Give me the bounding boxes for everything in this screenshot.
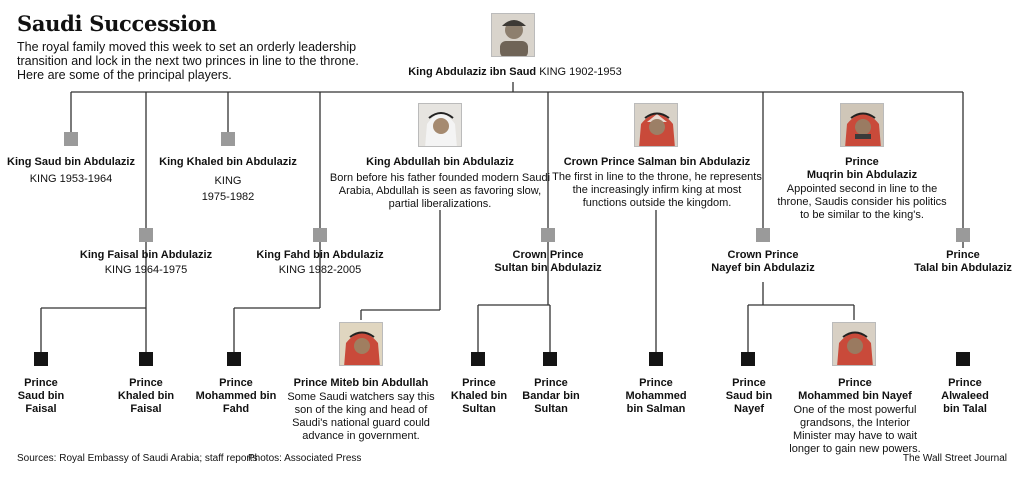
node-description: Some Saudi watchers say this son of the … (287, 391, 435, 442)
node-gen1-9: Prince Talal bin Abdulaziz (903, 249, 1023, 275)
node-name: Crown Prince Nayef bin Abdulaziz (711, 249, 815, 274)
portrait-photo (840, 103, 884, 147)
node-gen2-2: Prince Mohammed bin Fahd (188, 377, 284, 416)
node-name: King Fahd bin Abdulaziz (256, 249, 384, 261)
node-name: King Khaled bin Abdulaziz (159, 156, 297, 168)
node-name: Prince Miteb bin Abdullah (293, 377, 429, 389)
node-name: Prince Khaled bin Sultan (450, 377, 508, 415)
node-marker (741, 352, 755, 366)
portrait-photo (339, 322, 383, 366)
node-description: One of the most powerful grandsons, the … (789, 404, 921, 455)
portrait-photo (634, 103, 678, 147)
node-name: King Abdulaziz ibn Saud (408, 66, 537, 78)
portrait-photo (491, 13, 535, 57)
page-title: Saudi Succession (17, 11, 217, 36)
node-reign: KING 1975-1982 (201, 175, 255, 203)
node-marker (649, 352, 663, 366)
node-reign: KING 1964-1975 (104, 264, 188, 276)
node-marker (227, 352, 241, 366)
node-gen1-6: Crown Prince Salman bin Abdulaziz The fi… (551, 156, 763, 210)
node-name: Prince Talal bin Abdulaziz (914, 249, 1012, 274)
node-description: Born before his father founded modern Sa… (329, 172, 551, 210)
node-name: King Faisal bin Abdulaziz (79, 249, 213, 261)
node-name: King Saud bin Abdulaziz (7, 156, 135, 168)
node-description: Appointed second in line to the throne, … (777, 183, 947, 221)
node-gen1-0: King Saud bin Abdulaziz KING 1953-1964 (0, 156, 142, 186)
node-gen2-6: Prince Mohammed bin Salman (612, 377, 700, 416)
node-gen1-8: Prince Muqrin bin Abdulaziz Appointed se… (772, 156, 952, 222)
node-marker (34, 352, 48, 366)
node-marker (956, 228, 970, 242)
node-marker (541, 228, 555, 242)
node-name: King Abdullah bin Abdulaziz (366, 156, 514, 168)
node-name: Crown Prince Sultan bin Abdulaziz (494, 249, 602, 274)
node-gen1-5: Crown Prince Sultan bin Abdulaziz (473, 249, 623, 275)
node-marker (139, 228, 153, 242)
node-name: Crown Prince Salman bin Abdulaziz (563, 156, 751, 168)
node-marker (139, 352, 153, 366)
node-gen1-4: King Abdullah bin Abdulaziz Born before … (325, 156, 555, 211)
node-gen2-3: Prince Miteb bin Abdullah Some Saudi wat… (285, 377, 437, 443)
node-name: Prince Mohammed bin Fahd (195, 377, 277, 415)
node-marker (956, 352, 970, 366)
node-root: King Abdulaziz ibn Saud KING 1902-1953 (400, 66, 630, 79)
node-description: The first in line to the throne, he repr… (552, 171, 762, 209)
node-gen2-5: Prince Bandar bin Sultan (508, 377, 594, 416)
node-name: Prince Khaled bin Faisal (117, 377, 175, 415)
node-name: Prince Saud bin Faisal (17, 377, 65, 415)
node-gen2-9: Prince Alwaleed bin Talal (923, 377, 1007, 416)
node-gen2-4: Prince Khaled bin Sultan (438, 377, 520, 416)
node-gen2-1: Prince Khaled bin Faisal (101, 377, 191, 416)
node-reign: KING 1902-1953 (539, 66, 622, 78)
node-marker (64, 132, 78, 146)
intro-text: The royal family moved this week to set … (17, 40, 359, 82)
sources-credit: Sources: Royal Embassy of Saudi Arabia; … (17, 453, 258, 464)
node-name: Prince Bandar bin Sultan (522, 377, 580, 415)
node-marker (756, 228, 770, 242)
node-gen2-8: Prince Mohammed bin Nayef One of the mos… (787, 377, 923, 456)
node-marker (221, 132, 235, 146)
node-gen1-7: Crown Prince Nayef bin Abdulaziz (690, 249, 836, 275)
node-name: Prince Muqrin bin Abdulaziz (806, 156, 918, 181)
node-marker (313, 228, 327, 242)
node-reign: KING 1982-2005 (278, 264, 362, 276)
photo-credit: Photos: Associated Press (248, 453, 362, 464)
portrait-photo (418, 103, 462, 147)
node-gen2-0: Prince Saud bin Faisal (0, 377, 82, 416)
node-gen1-1: King Faisal bin Abdulaziz KING 1964-1975 (66, 249, 226, 277)
node-marker (543, 352, 557, 366)
node-name: Prince Mohammed bin Salman (625, 377, 687, 415)
node-gen1-2: King Khaled bin Abdulaziz KING 1975-1982 (150, 156, 306, 205)
node-gen1-3: King Fahd bin Abdulaziz KING 1982-2005 (240, 249, 400, 277)
node-reign: KING 1953-1964 (29, 173, 113, 185)
node-name: Prince Mohammed bin Nayef (798, 377, 912, 402)
portrait-photo (832, 322, 876, 366)
node-gen2-7: Prince Saud bin Nayef (708, 377, 790, 416)
publisher-credit: The Wall Street Journal (902, 453, 1007, 464)
node-name: Prince Alwaleed bin Talal (941, 377, 989, 415)
node-name: Prince Saud bin Nayef (725, 377, 773, 415)
node-marker (471, 352, 485, 366)
